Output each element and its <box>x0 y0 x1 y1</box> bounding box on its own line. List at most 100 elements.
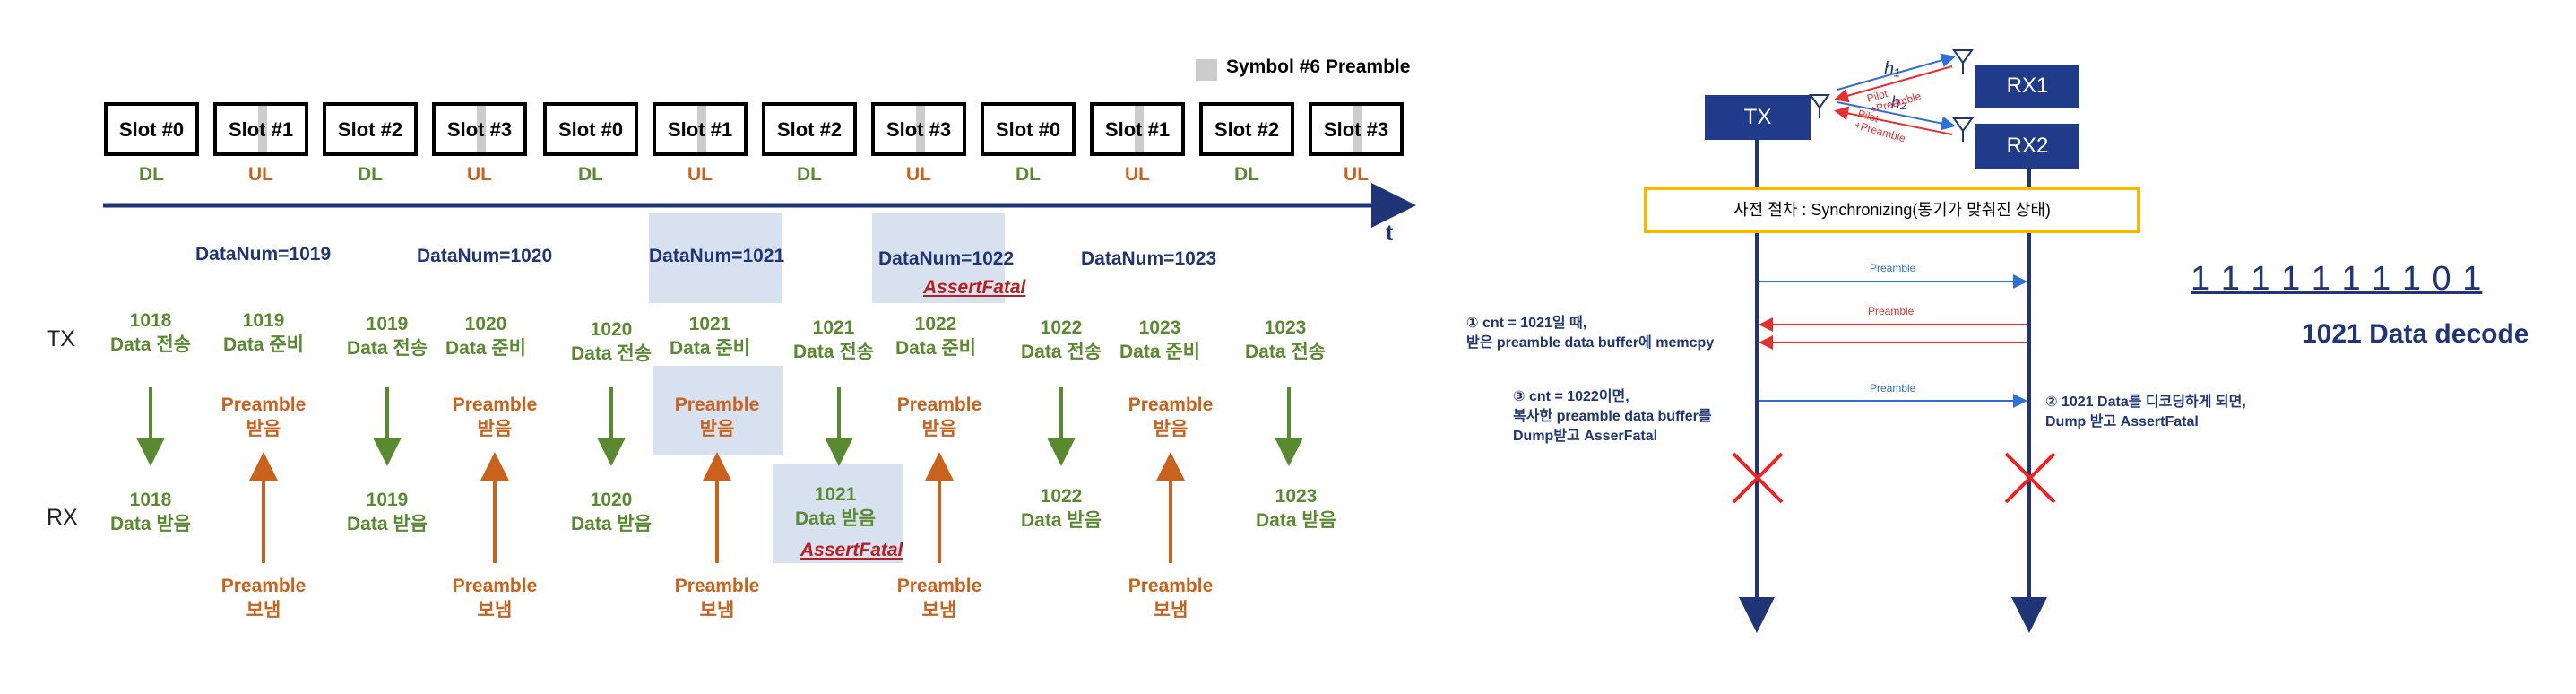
slot-direction: UL <box>467 164 492 185</box>
pilot-arrow-2 <box>1834 106 1953 135</box>
tx-fail-x-icon <box>1732 452 1784 504</box>
slot-label: Slot #3 <box>886 118 952 141</box>
assert-fatal-tx: AssertFatal <box>923 277 1026 298</box>
tx-to-rx-arrows <box>136 387 1303 466</box>
preamble-symbol-stripe <box>916 106 925 152</box>
rx-to-tx-arrows <box>249 452 1185 563</box>
note-2: ② 1021 Data를 디코딩하게 되면, Dump 받고 AssertFat… <box>2045 395 2246 429</box>
datanum-label: DataNum=1021 <box>649 246 785 266</box>
antenna-icon <box>1809 49 1974 142</box>
highlight-rx-1021 <box>773 464 903 563</box>
slot-direction: DL <box>797 164 822 185</box>
slot-label: Slot #2 <box>337 118 403 141</box>
datanum-label: DataNum=1019 <box>195 244 332 265</box>
preamble-symbol-stripe <box>1135 106 1144 152</box>
slot-label: Slot #2 <box>1214 118 1280 141</box>
slot-label: Slot #3 <box>1323 118 1389 141</box>
slot-box: Slot #2 <box>762 102 857 156</box>
h1-label: h₁ <box>1884 59 1900 79</box>
highlight-datanum-1022 <box>872 213 1005 303</box>
slot-label: Slot #2 <box>776 118 843 141</box>
decode-caption: 1021 Data decode <box>2302 319 2529 349</box>
h1-channel <box>1837 53 1956 91</box>
legend-swatch <box>1196 59 1217 81</box>
preamble-symbol-stripe <box>258 106 267 152</box>
time-axis-label: t <box>1386 221 1394 246</box>
datanum-label: DataNum=1022 <box>878 248 1015 269</box>
slot-label: Slot #1 <box>228 118 294 141</box>
note-1: ① cnt = 1021일 때, 받은 preamble data buffer… <box>1466 316 1715 351</box>
slot-direction: DL <box>1234 164 1259 185</box>
rx-fail-x-icon <box>2004 452 2056 504</box>
slot-direction: UL <box>687 164 713 185</box>
slot-box: Slot #1 <box>213 102 308 156</box>
slot-label: Slot #0 <box>118 118 185 141</box>
preamble-symbol-stripe <box>1353 106 1362 152</box>
sync-box: 사전 절차 : Synchronizing(동기가 맞춰진 상태) <box>1644 187 2140 233</box>
highlight-preamble-recv-1021 <box>653 366 783 455</box>
sync-box-label: 사전 절차 : Synchronizing(동기가 맞춰진 상태) <box>1733 201 2051 219</box>
preamble-msg-label: Preamble <box>1870 262 1916 274</box>
tx-node: TX <box>1705 95 1811 140</box>
slot-direction: DL <box>1016 164 1041 185</box>
slot-label: Slot #1 <box>667 118 733 141</box>
slot-box: Slot #1 <box>1090 102 1185 156</box>
slot-box: Slot #3 <box>871 102 966 156</box>
highlight-datanum-1021 <box>649 213 782 303</box>
rx2-node: RX2 <box>1975 124 2079 169</box>
slot-box: Slot #0 <box>104 102 199 156</box>
slot-direction: DL <box>578 164 603 185</box>
slot-label: Slot #0 <box>995 118 1061 141</box>
slot-direction: DL <box>139 164 164 185</box>
slot-direction: UL <box>1125 164 1150 185</box>
preamble-symbol-stripe <box>697 106 706 152</box>
preamble-msg-label: Preamble <box>1868 305 1915 317</box>
rx-row-label: RX <box>47 505 78 530</box>
datanum-label: DataNum=1020 <box>417 246 553 266</box>
decode-bits: 1 1 1 1 1 1 1 1 0 1 <box>2191 260 2483 298</box>
h2-label: h₂ <box>1891 93 1906 111</box>
note-3: ③ cnt = 1022이면, 복사한 preamble data buffer… <box>1513 389 1712 444</box>
slot-label: Slot #1 <box>1104 118 1171 141</box>
slot-box: Slot #0 <box>543 102 638 156</box>
preamble-msg-label: Preamble <box>1870 382 1916 395</box>
slot-box: Slot #2 <box>323 102 418 156</box>
slot-box: Slot #3 <box>432 102 527 156</box>
slot-label: Slot #3 <box>446 118 513 141</box>
preamble-symbol-stripe <box>477 106 486 152</box>
slot-direction: UL <box>906 164 931 185</box>
slot-box: Slot #1 <box>653 102 748 156</box>
pilot-arrow-1 <box>1834 65 1953 103</box>
slot-label: Slot #0 <box>558 118 624 141</box>
assert-fatal-rx: AssertFatal <box>800 540 903 560</box>
timing-arrows <box>103 183 1416 563</box>
slot-box: Slot #0 <box>981 102 1076 156</box>
rx1-node: RX1 <box>1975 65 2079 108</box>
